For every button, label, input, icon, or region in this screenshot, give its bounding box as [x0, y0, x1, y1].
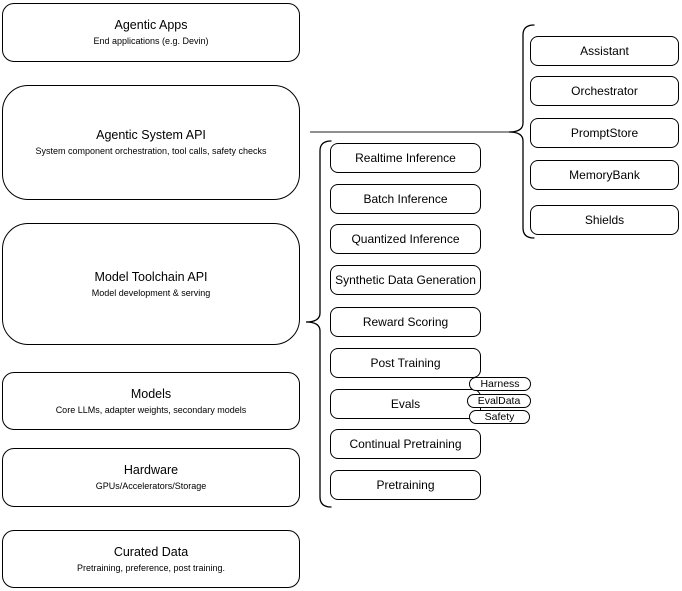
node-label: Assistant [580, 44, 629, 58]
node-realtime-inference[interactable]: Realtime Inference [330, 143, 481, 173]
node-label: Orchestrator [571, 84, 638, 98]
node-label: Post Training [370, 356, 441, 370]
tag-label: EvalData [477, 395, 521, 407]
tag-safety[interactable]: Safety [469, 410, 530, 424]
node-label: Realtime Inference [355, 151, 456, 165]
node-subtitle: System component orchestration, tool cal… [35, 146, 267, 156]
node-label: Pretraining [376, 478, 435, 492]
node-reward-scoring[interactable]: Reward Scoring [330, 307, 481, 337]
node-quantized-inference[interactable]: Quantized Inference [330, 224, 481, 254]
node-title: Agentic System API [96, 128, 206, 142]
node-title: Agentic Apps [114, 18, 188, 32]
node-label: Quantized Inference [351, 232, 460, 246]
node-hardware[interactable]: Hardware GPUs/Accelerators/Storage [2, 448, 300, 507]
node-evals[interactable]: Evals [330, 389, 481, 419]
node-promptstore[interactable]: PromptStore [530, 118, 679, 148]
node-label: Shields [584, 213, 625, 227]
node-batch-inference[interactable]: Batch Inference [330, 184, 481, 214]
node-models[interactable]: Models Core LLMs, adapter weights, secon… [2, 372, 300, 430]
node-subtitle: Model development & serving [91, 287, 211, 298]
node-label: MemoryBank [569, 168, 640, 182]
node-label: Batch Inference [363, 192, 448, 206]
node-orchestrator[interactable]: Orchestrator [530, 76, 679, 106]
node-post-training[interactable]: Post Training [330, 348, 481, 378]
node-title: Models [130, 386, 172, 401]
node-assistant[interactable]: Assistant [530, 36, 679, 66]
node-synthetic-data-generation[interactable]: Synthetic Data Generation [330, 265, 481, 295]
node-label: PromptStore [570, 126, 639, 140]
node-pretraining[interactable]: Pretraining [330, 470, 481, 500]
node-title: Curated Data [113, 544, 189, 559]
node-continual-pretraining[interactable]: Continual Pretraining [330, 429, 481, 459]
node-shields[interactable]: Shields [530, 205, 679, 235]
node-subtitle: GPUs/Accelerators/Storage [95, 481, 207, 491]
node-label: Synthetic Data Generation [335, 273, 476, 287]
node-agentic-system-api[interactable]: Agentic System API System component orch… [2, 85, 300, 200]
tag-label: Safety [484, 411, 515, 423]
node-subtitle: Core LLMs, adapter weights, secondary mo… [55, 404, 247, 415]
node-agentic-apps[interactable]: Agentic Apps End applications (e.g. Devi… [2, 3, 300, 62]
node-title: Model Toolchain API [94, 269, 208, 284]
node-label: Evals [390, 397, 421, 411]
node-subtitle: End applications (e.g. Devin) [93, 36, 209, 46]
node-memorybank[interactable]: MemoryBank [530, 160, 679, 190]
node-subtitle: Pretraining, preference, post training. [76, 562, 226, 573]
tag-harness[interactable]: Harness [469, 377, 531, 391]
node-model-toolchain-api[interactable]: Model Toolchain API Model development & … [2, 223, 300, 345]
toolchain-brace [305, 140, 332, 508]
tag-evaldata[interactable]: EvalData [467, 394, 531, 408]
node-curated-data[interactable]: Curated Data Pretraining, preference, po… [2, 530, 300, 588]
tag-label: Harness [480, 378, 520, 390]
node-title: Hardware [123, 463, 179, 477]
node-label: Continual Pretraining [349, 437, 462, 451]
node-label: Reward Scoring [362, 315, 449, 329]
